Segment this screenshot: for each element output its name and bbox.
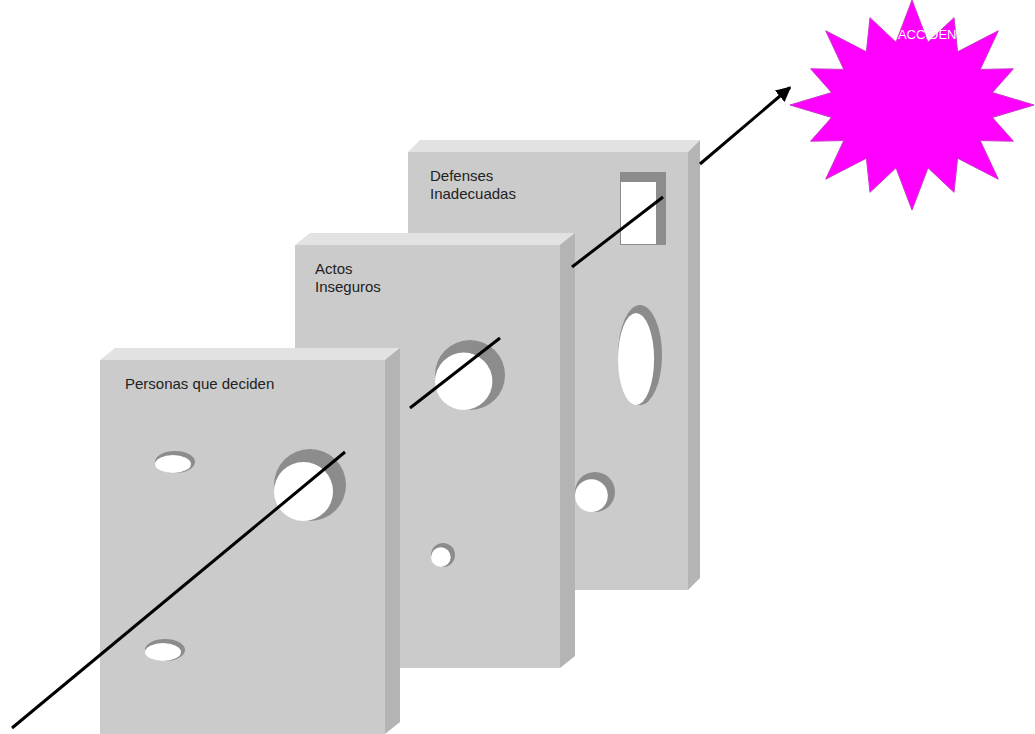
slice-side — [560, 233, 575, 668]
accident-label: ACCIDENTE — [888, 26, 983, 44]
hole-shadow — [431, 543, 455, 567]
trajectory-arrow — [700, 88, 790, 165]
slice-side — [385, 348, 400, 734]
hole-shadow — [435, 340, 505, 410]
slice-top — [100, 348, 400, 360]
hole-shadow — [618, 305, 662, 405]
hole-shadow — [575, 472, 615, 512]
slice-face — [100, 360, 385, 734]
hole — [618, 313, 654, 405]
slice-top — [408, 140, 700, 152]
hole — [575, 479, 608, 512]
hole-shadow — [145, 639, 185, 661]
hole — [435, 353, 492, 410]
hole — [274, 462, 333, 521]
accident-burst: ACCIDENTE — [790, 0, 1035, 220]
trajectory-segment — [410, 338, 500, 408]
hole — [155, 455, 191, 473]
hole-shadow — [620, 172, 666, 245]
layer-label: Personas que deciden — [125, 375, 365, 393]
trajectory-segment — [572, 197, 663, 267]
hole-shadow — [155, 451, 195, 473]
hole — [145, 643, 181, 661]
node-outline — [100, 345, 400, 734]
hole-shadow — [274, 449, 346, 521]
slice-side — [688, 140, 700, 590]
cheese-slice: Personas que deciden — [100, 345, 400, 734]
slice-top — [295, 233, 575, 245]
hole — [621, 182, 656, 244]
hole — [431, 547, 451, 567]
layer-label: Actos Inseguros — [315, 260, 405, 296]
accident-star — [790, 0, 1034, 210]
layer-label: Defenses Inadecuadas — [430, 167, 560, 203]
trajectory-segment — [12, 452, 345, 728]
